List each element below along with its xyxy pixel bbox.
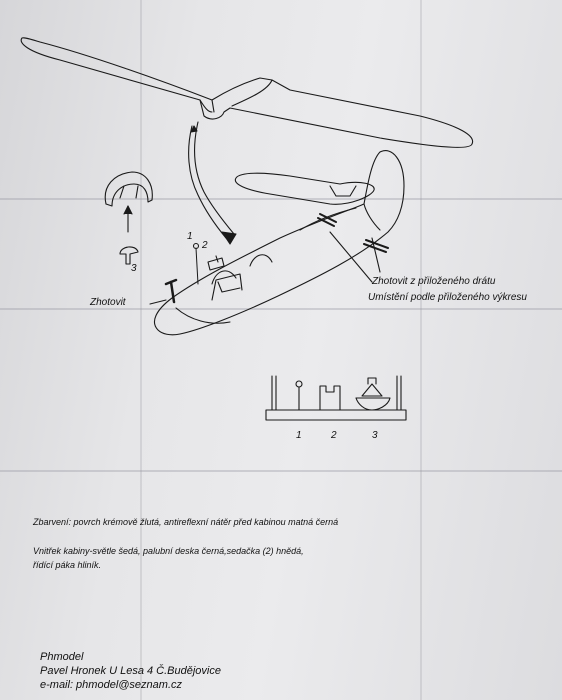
legend-number-1: 1 xyxy=(296,430,302,441)
zhotovit-label: Zhotovit xyxy=(90,297,126,308)
wire-note-line2: Umístění podle přiloženého výkresu xyxy=(368,292,527,303)
color-note-line2: Vnitřek kabiny-světle šedá, palubní desk… xyxy=(33,546,304,556)
stabilizer-drawing xyxy=(234,172,375,205)
paper-fold-line xyxy=(420,0,422,700)
color-note-line1: Zbarvení: povrch krémově žlutá, antirefl… xyxy=(33,517,339,527)
tail-wire-mark xyxy=(317,213,337,227)
manufacturer-name: Phmodel xyxy=(40,651,84,663)
part-number-2: 2 xyxy=(202,240,208,251)
paper-fold-line xyxy=(140,0,142,700)
paper-fold-line xyxy=(0,470,562,472)
cockpit-drawing xyxy=(192,242,243,301)
wire-leader-line xyxy=(329,231,373,283)
wire-strut-drawing xyxy=(188,121,237,245)
wing-drawing xyxy=(20,37,474,148)
canopy-part-drawing xyxy=(104,171,153,265)
manufacturer-email: e-mail: phmodel@seznam.cz xyxy=(40,679,182,691)
manufacturer-address: Pavel Hronek U Lesa 4 Č.Budějovice xyxy=(40,665,221,677)
control-stick-drawing xyxy=(149,278,178,305)
parts-legend-drawing xyxy=(265,375,407,421)
legend-number-2: 2 xyxy=(331,430,337,441)
paper-fold-line xyxy=(0,198,562,200)
fuselage-drawing xyxy=(154,150,405,336)
part-number-1: 1 xyxy=(187,231,193,242)
manufacturer-block: Phmodel Pavel Hronek U Lesa 4 Č.Budějovi… xyxy=(40,650,221,692)
wire-note-line1: Zhotovit z přiloženého drátu xyxy=(372,276,496,287)
part-number-canopy: 3 xyxy=(131,263,137,274)
paper-fold-line xyxy=(0,308,562,310)
color-note-line3: řídící páka hliník. xyxy=(33,560,102,570)
tail-wire-mark xyxy=(363,239,389,253)
wire-leader-line xyxy=(371,237,381,273)
legend-number-3: 3 xyxy=(372,430,378,441)
